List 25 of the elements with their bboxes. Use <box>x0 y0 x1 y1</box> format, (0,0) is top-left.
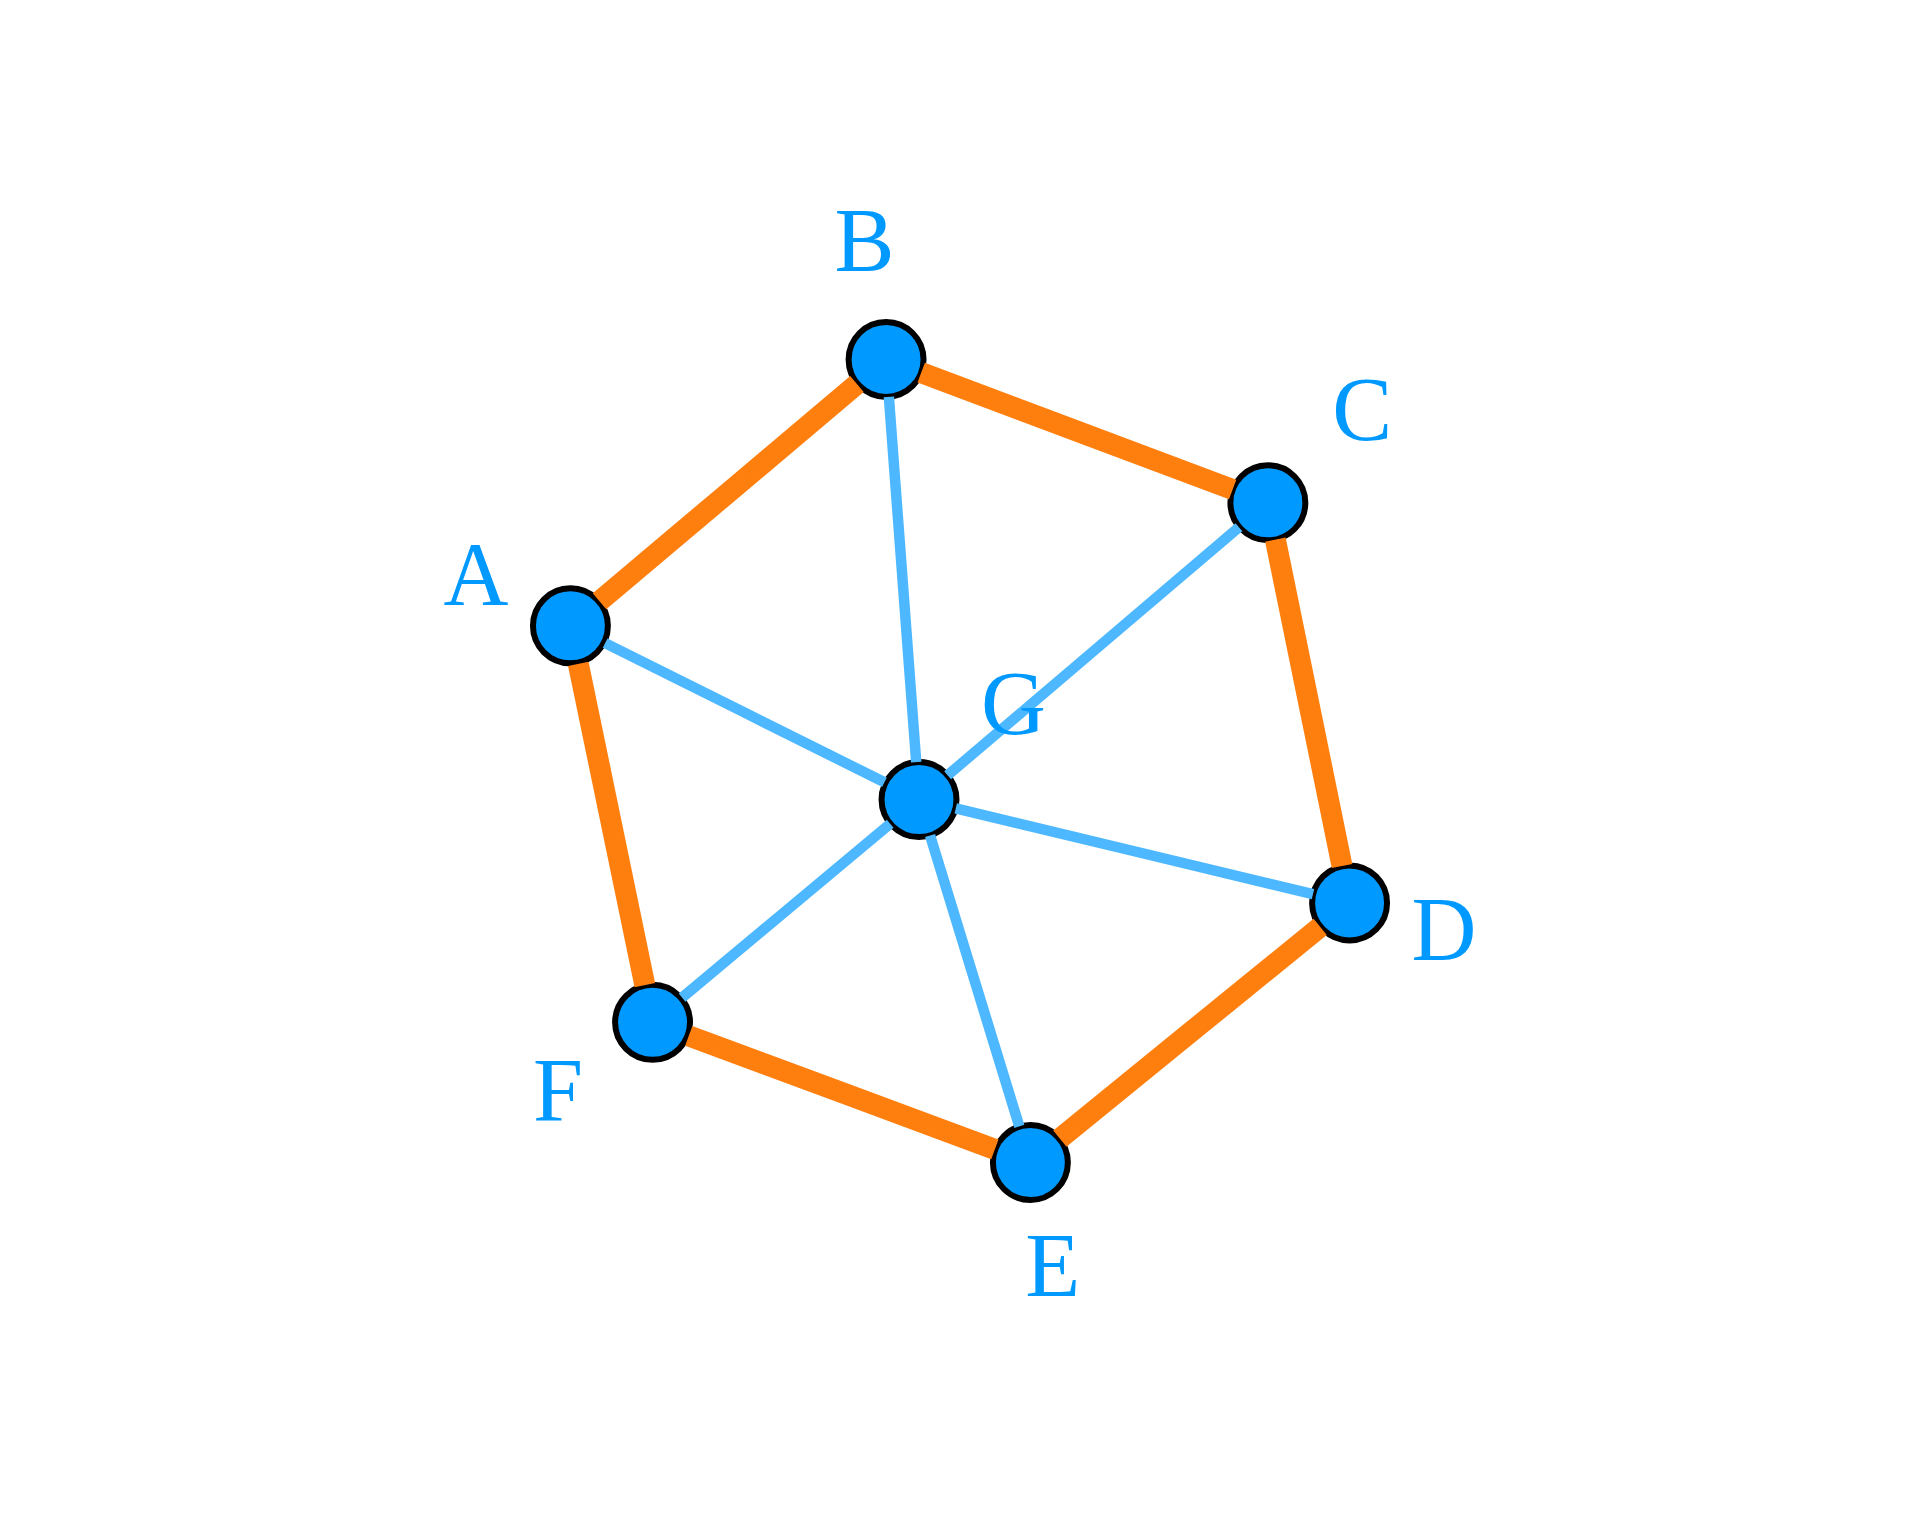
connector <box>1053 918 1327 1147</box>
node-circle <box>1227 461 1309 543</box>
node-circle <box>878 758 960 840</box>
connector <box>1265 537 1353 868</box>
connector <box>685 1025 999 1159</box>
connector <box>592 375 864 609</box>
node-label: F <box>533 1040 584 1140</box>
node-circle <box>845 318 927 400</box>
node-circle <box>1309 861 1391 943</box>
node-label: C <box>1332 359 1393 459</box>
node-label: B <box>834 190 895 290</box>
connector <box>917 362 1237 499</box>
connector <box>954 802 1315 899</box>
connector <box>944 522 1243 779</box>
connector <box>678 819 894 1002</box>
node-circle <box>989 1121 1071 1203</box>
connector <box>883 396 922 762</box>
connector <box>602 637 887 787</box>
connector <box>925 833 1025 1128</box>
node-label: E <box>1025 1215 1081 1315</box>
node-label: D <box>1411 879 1477 979</box>
node-label: A <box>443 524 509 624</box>
node-circle <box>612 981 694 1063</box>
node-circle <box>529 584 611 666</box>
connector <box>568 661 656 987</box>
